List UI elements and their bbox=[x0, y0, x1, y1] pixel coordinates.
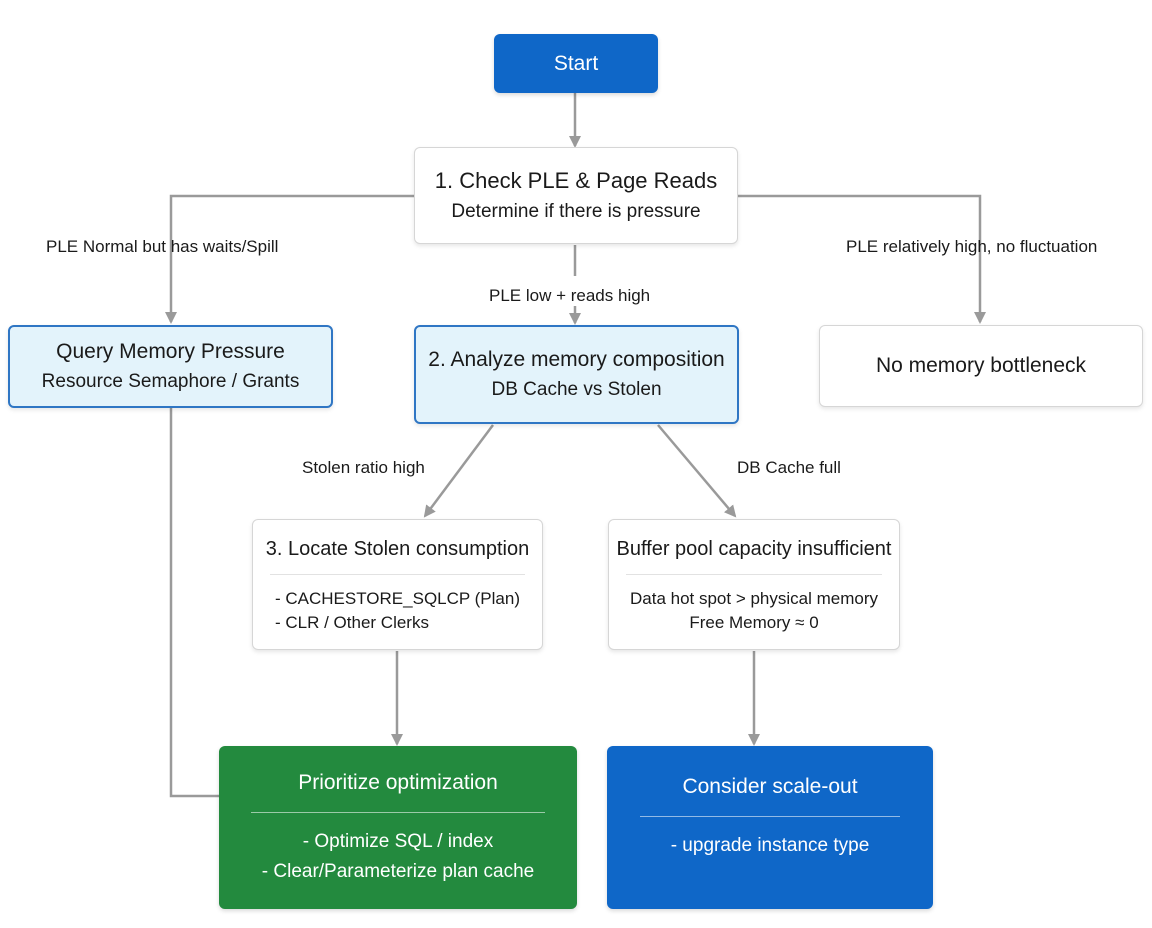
consider-scale-out-node[interactable]: Consider scale-out - upgrade instance ty… bbox=[607, 746, 933, 909]
prioritize-item: - Optimize SQL / index bbox=[302, 831, 494, 852]
check-ple-subtitle: Determine if there is pressure bbox=[451, 200, 701, 222]
analyze-memory-node[interactable]: 2. Analyze memory composition DB Cache v… bbox=[414, 325, 739, 424]
buffer-pool-title: Buffer pool capacity insufficient bbox=[616, 538, 892, 560]
check-ple-title: 1. Check PLE & Page Reads bbox=[434, 167, 718, 193]
edge-check-to-query-memory bbox=[165, 194, 414, 324]
prioritize-divider bbox=[251, 812, 545, 813]
check-ple-node[interactable]: 1. Check PLE & Page Reads Determine if t… bbox=[414, 147, 738, 244]
no-memory-bottleneck-node[interactable]: No memory bottleneck bbox=[819, 325, 1143, 407]
start-label: Start bbox=[553, 51, 599, 75]
locate-stolen-list: - CACHESTORE_SQLCP (Plan) - CLR / Other … bbox=[275, 587, 520, 635]
scale-out-divider bbox=[639, 816, 901, 817]
query-memory-pressure-node[interactable]: Query Memory Pressure Resource Semaphore… bbox=[8, 325, 333, 408]
edge-query-memory-to-prioritize bbox=[169, 408, 219, 798]
buffer-pool-divider bbox=[626, 574, 882, 575]
analyze-memory-subtitle: DB Cache vs Stolen bbox=[491, 378, 662, 400]
scale-out-title: Consider scale-out bbox=[682, 775, 858, 798]
edge-check-to-no-bottleneck bbox=[738, 194, 986, 324]
buffer-pool-item: Free Memory ≈ 0 bbox=[689, 613, 819, 632]
edge-label-db-cache-full: DB Cache full bbox=[737, 458, 841, 477]
no-bottleneck-title: No memory bottleneck bbox=[875, 354, 1087, 377]
edge-label-ple-normal: PLE Normal but has waits/Spill bbox=[46, 237, 279, 256]
edge-label-ple-high: PLE relatively high, no fluctuation bbox=[846, 237, 1098, 256]
buffer-pool-node[interactable]: Buffer pool capacity insufficient Data h… bbox=[608, 519, 900, 650]
edge-label-ple-low: PLE low + reads high bbox=[489, 286, 651, 305]
query-memory-title: Query Memory Pressure bbox=[56, 339, 285, 363]
edge-label-stolen-high: Stolen ratio high bbox=[302, 458, 425, 477]
prioritize-item: - Clear/Parameterize plan cache bbox=[261, 861, 535, 882]
prioritize-optimization-node[interactable]: Prioritize optimization - Optimize SQL /… bbox=[219, 746, 577, 909]
edge-analyze-to-buffer-pool bbox=[657, 424, 737, 518]
locate-stolen-item: - CACHESTORE_SQLCP (Plan) bbox=[275, 589, 520, 608]
locate-stolen-item: - CLR / Other Clerks bbox=[275, 613, 429, 632]
edge-analyze-to-locate-stolen bbox=[423, 424, 495, 518]
locate-stolen-title: 3. Locate Stolen consumption bbox=[265, 538, 530, 560]
buffer-pool-item: Data hot spot > physical memory bbox=[629, 589, 879, 608]
query-memory-subtitle: Resource Semaphore / Grants bbox=[41, 370, 300, 392]
locate-stolen-divider bbox=[270, 574, 525, 575]
start-node[interactable]: Start bbox=[494, 34, 658, 93]
analyze-memory-title: 2. Analyze memory composition bbox=[428, 347, 725, 371]
scale-out-item: - upgrade instance type bbox=[670, 835, 870, 856]
prioritize-title: Prioritize optimization bbox=[298, 771, 498, 794]
locate-stolen-node[interactable]: 3. Locate Stolen consumption - CACHESTOR… bbox=[252, 519, 543, 650]
